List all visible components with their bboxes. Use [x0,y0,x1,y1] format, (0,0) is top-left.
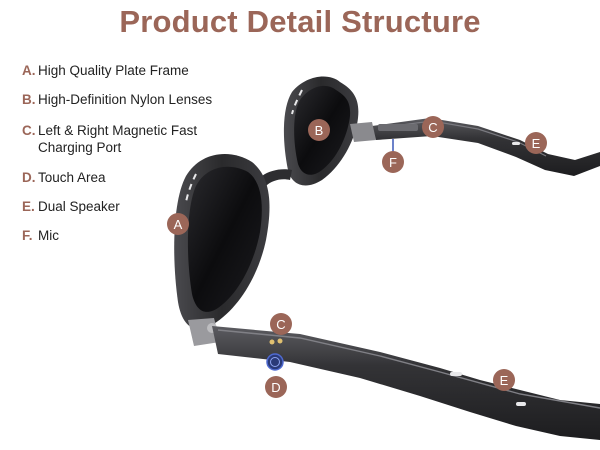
front-frame-highlight [185,173,197,203]
page-title: Product Detail Structure [119,4,481,39]
feature-text: High-Definition Nylon Lenses [38,92,213,107]
callout-f: F [382,151,404,173]
feature-item-c: C. Left & Right Magnetic Fast Charging P… [22,122,238,156]
callout-e-bottom: E [493,369,515,391]
feature-text: Mic [38,228,59,243]
callout-e-top-label: E [532,136,541,151]
feature-item-d: D. Touch Area [22,169,106,186]
left-temple-arm [212,326,600,440]
front-lens [187,166,262,312]
feature-letter: D. [22,170,36,185]
feature-text: Touch Area [38,170,106,185]
feature-item-f: F. Mic [22,227,59,244]
feature-item-e: E. Dual Speaker [22,198,120,215]
callout-e-bottom-label: E [500,373,509,388]
callout-c-bottom: C [270,313,292,335]
feature-letter: B. [22,92,36,107]
feature-text: High Quality Plate Frame [38,63,189,78]
callout-c-top: C [422,116,444,138]
callout-c-bottom-label: C [276,317,285,332]
bridge [262,169,292,186]
feature-text: Left & Right Magnetic Fast Charging Port [38,123,198,155]
speaker-slot [512,142,520,145]
speaker-slot [450,372,462,376]
callout-c-top-label: C [428,120,437,135]
right-charging-port [378,124,418,131]
speaker-slot [516,402,526,406]
feature-text: Dual Speaker [38,199,120,214]
charging-pin [277,338,283,344]
rear-frame-highlight [291,89,303,115]
left-arm-highlight [217,329,600,409]
callout-f-label: F [389,155,397,170]
callout-d-label: D [271,380,280,395]
callout-a: A [167,213,189,235]
rear-hinge [350,122,376,142]
feature-letter: C. [22,123,36,138]
feature-letter: F. [22,228,33,243]
charging-pin [269,339,275,345]
feature-letter: E. [22,199,35,214]
fingerprint-ring [270,357,280,367]
feature-item-a: A. High Quality Plate Frame [22,62,189,79]
callout-b: B [308,119,330,141]
touch-area-fingerprint-icon [266,353,284,371]
callout-a-label: A [174,217,183,232]
feature-item-b: B. High-Definition Nylon Lenses [22,91,212,108]
callout-b-label: B [315,123,324,138]
callout-d: D [265,376,287,398]
callout-e-top: E [525,132,547,154]
feature-letter: A. [22,63,36,78]
